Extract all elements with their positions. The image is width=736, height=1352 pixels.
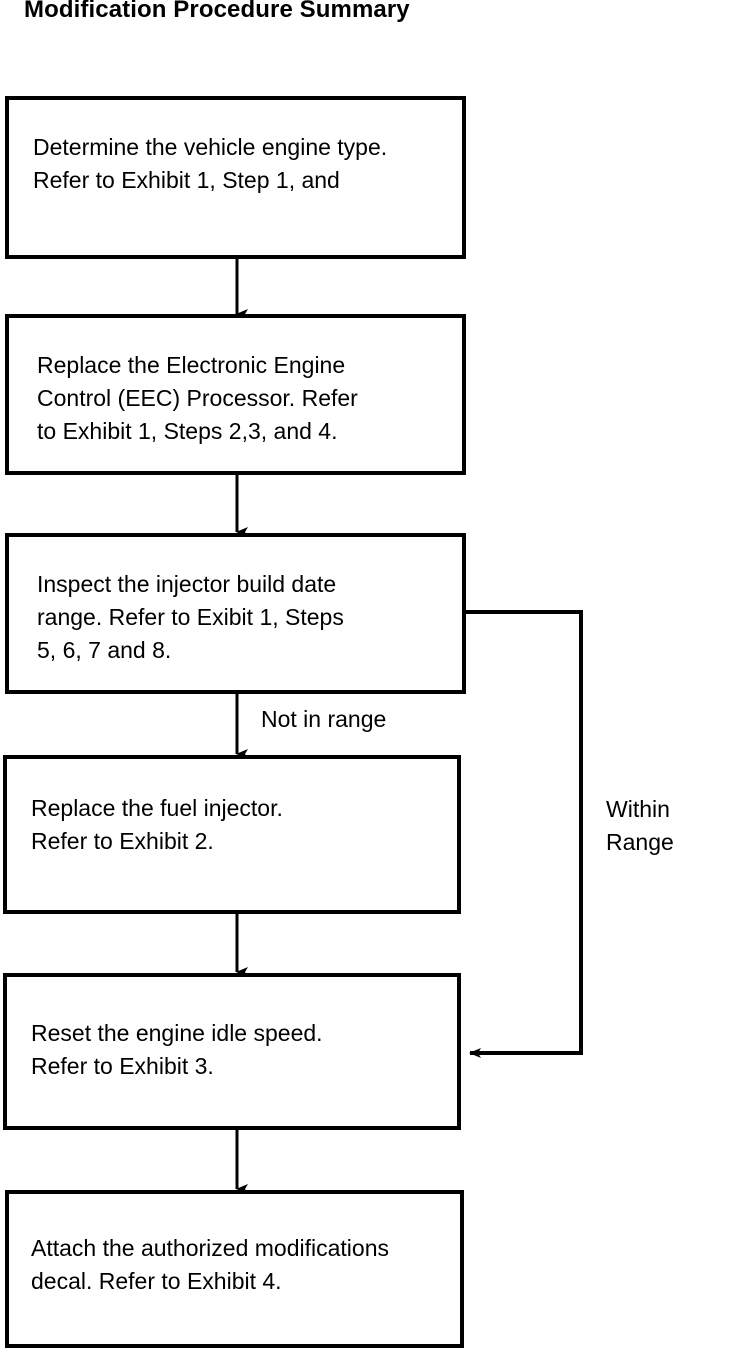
flow-node-text: Reset the engine idle speed. Refer to Ex… xyxy=(31,1020,323,1079)
edge-label-not-in-range: Not in range xyxy=(261,706,387,732)
page-title: Modification Procedure Summary xyxy=(24,0,410,23)
flow-node-replace-eec-processor[interactable]: Replace the Electronic Engine Control (E… xyxy=(5,314,466,475)
flow-node-text: Inspect the injector build date range. R… xyxy=(37,571,344,663)
edge-label-within-range: Within Range xyxy=(606,796,674,855)
flow-node-text: Replace the Electronic Engine Control (E… xyxy=(37,352,358,444)
flow-node-determine-engine-type[interactable]: Determine the vehicle engine type. Refer… xyxy=(5,96,466,259)
connector-step3-step5 xyxy=(466,610,583,1058)
flow-node-inspect-injector-build-date[interactable]: Inspect the injector build date range. R… xyxy=(5,533,466,694)
flow-node-reset-engine-idle-speed[interactable]: Reset the engine idle speed. Refer to Ex… xyxy=(3,973,461,1130)
flow-node-replace-fuel-injector[interactable]: Replace the fuel injector. Refer to Exhi… xyxy=(3,755,461,914)
flow-node-text: Determine the vehicle engine type. Refer… xyxy=(33,134,388,193)
flow-node-text: Replace the fuel injector. Refer to Exhi… xyxy=(31,795,283,854)
flow-node-attach-modifications-decal[interactable]: Attach the authorized modifications deca… xyxy=(5,1190,464,1348)
flow-node-text: Attach the authorized modifications deca… xyxy=(31,1235,389,1294)
